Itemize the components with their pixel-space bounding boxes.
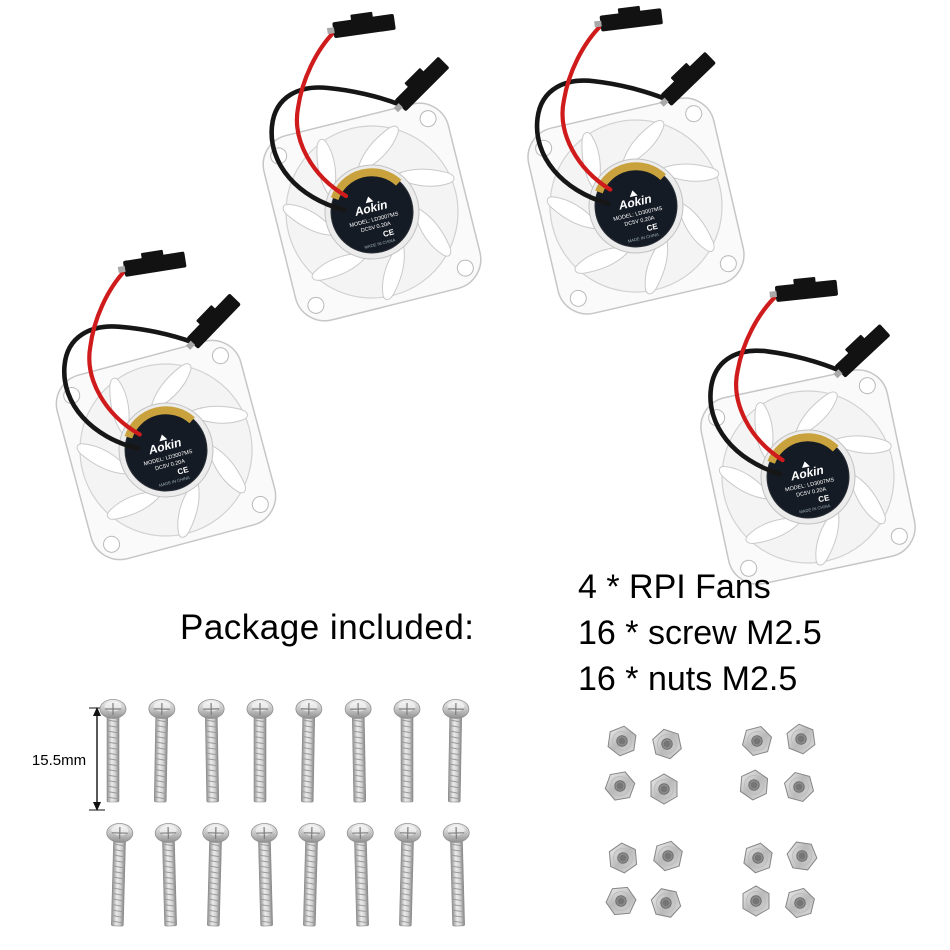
screw-15 (391, 822, 422, 927)
screw-14 (346, 822, 377, 927)
fan-4 (689, 270, 930, 596)
fan-3 (47, 245, 283, 567)
parts-list-line-screws: 16 * screw M2.5 (578, 614, 822, 652)
nut-7 (739, 768, 769, 802)
screw-1 (99, 698, 127, 803)
nut-8 (782, 768, 816, 806)
nut-10 (651, 838, 685, 874)
package-heading: Package included: (180, 608, 475, 647)
screw-12 (250, 822, 281, 927)
parts-list-line-fans: 4 * RPI Fans (578, 568, 771, 606)
arrowhead-down-icon (93, 802, 101, 811)
screw-length-label: 15.5mm (31, 752, 87, 769)
fan-1 (257, 9, 487, 327)
screw-10 (154, 822, 185, 927)
screw-9 (103, 822, 134, 927)
fan-2 (519, 1, 755, 323)
nut-2 (650, 726, 684, 762)
dimension-arrow (89, 707, 105, 811)
nut-4 (650, 773, 678, 805)
nut-3 (602, 766, 638, 806)
nut-6 (785, 721, 817, 757)
screw-5 (293, 698, 323, 803)
screw-6 (344, 698, 374, 803)
nut-11 (602, 881, 640, 921)
nut-16 (783, 884, 817, 922)
screw-16 (442, 822, 473, 927)
screw-2 (146, 698, 176, 803)
nut-5 (740, 722, 774, 760)
parts-list: 4 * RPI Fans 16 * screw M2.5 16 * nuts M… (578, 564, 822, 702)
nut-13 (742, 840, 774, 876)
nut-1 (606, 723, 638, 759)
nut-12 (648, 884, 684, 922)
nut-14 (783, 836, 821, 876)
screw-8 (440, 698, 470, 803)
screw-4 (246, 698, 274, 803)
nut-15 (742, 885, 770, 917)
nut-9 (608, 841, 638, 875)
screw-3 (197, 698, 227, 803)
screw-7 (393, 698, 421, 803)
arrowhead-up-icon (93, 707, 101, 716)
screw-11 (199, 822, 230, 927)
parts-list-line-nuts: 16 * nuts M2.5 (578, 660, 798, 698)
screw-13 (295, 822, 326, 927)
